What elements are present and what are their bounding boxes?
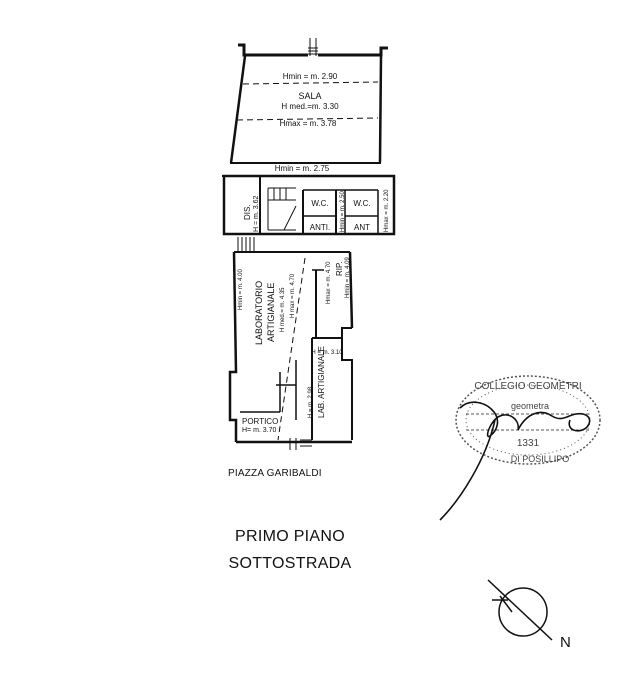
lab-hmax: H max = m. 4.70 [290, 273, 296, 318]
entry-steps-top [308, 38, 318, 56]
rip-name: RIP. [335, 261, 344, 276]
entrance-door [289, 438, 312, 450]
sala-hmax: Hmax = m. 3.78 [280, 119, 337, 128]
stamp-middle: geometra [511, 401, 549, 411]
portico-name: PORTICO [242, 417, 278, 426]
north-arrow-icon [487, 579, 553, 641]
dis-height: H = m. 3.62 [253, 196, 260, 232]
portico-height: H= m. 3.70 [242, 427, 277, 434]
sala-hmin: Hmin = m. 2.90 [283, 72, 338, 81]
lab-hmed: H med.= m. 4.35 [280, 287, 286, 332]
plan-title-line1: PRIMO PIANO [235, 528, 345, 545]
service-block [222, 174, 396, 236]
stair-symbol [267, 187, 297, 231]
anti2-label: ANT [354, 223, 370, 232]
sala-name: SALA [298, 91, 321, 101]
steps-mid [237, 237, 255, 252]
wc2-hmin: Hmin = m. 2.50 [340, 190, 346, 232]
lab-line1: LABORATORIO [254, 281, 264, 345]
lab2-name: LAB. ARTIGIANALE [317, 346, 326, 418]
plan-labels: Hmin = m. 2.90 SALA H med.=m. 3.30 Hmax … [238, 72, 390, 434]
right-hmax: Hmax = m. 2.20 [384, 189, 390, 232]
lab-hmin: Hmin = m. 4.00 [238, 268, 244, 310]
signature [439, 401, 591, 521]
stamp-number: 1331 [517, 438, 540, 449]
lab-line2: ARTIGIANALE [266, 283, 276, 342]
sala-hmed: H med.=m. 3.30 [281, 102, 339, 111]
sala-room [229, 43, 388, 164]
north-label: N [560, 634, 571, 651]
stamp-text: COLLEGIO GEOMETRI geometra 1331 DI POSIL… [474, 381, 581, 464]
lower-hmin: Hmin = m. 2.75 [275, 164, 330, 173]
anti1-label: ANTI. [310, 223, 330, 232]
lab2-aux: H = m. 3.10 [311, 350, 343, 356]
rip-hmax: Hmax = m. 4.70 [326, 261, 332, 304]
lab2-height: H = m. 2.98 [308, 386, 314, 418]
rip-hmin: Hmin = m. 4.09 [345, 256, 351, 298]
stamp-top: COLLEGIO GEOMETRI [474, 381, 581, 392]
wc2-label: W.C. [353, 199, 370, 208]
wc1-label: W.C. [311, 199, 328, 208]
plan-title-line2: SOTTOSTRADA [228, 555, 352, 572]
laboratorio-room [228, 251, 354, 444]
dis-name: DIS. [243, 204, 252, 220]
stamp-bottom: DI POSILLIPO [511, 454, 570, 464]
street-label: PIAZZA GARIBALDI [228, 468, 322, 479]
